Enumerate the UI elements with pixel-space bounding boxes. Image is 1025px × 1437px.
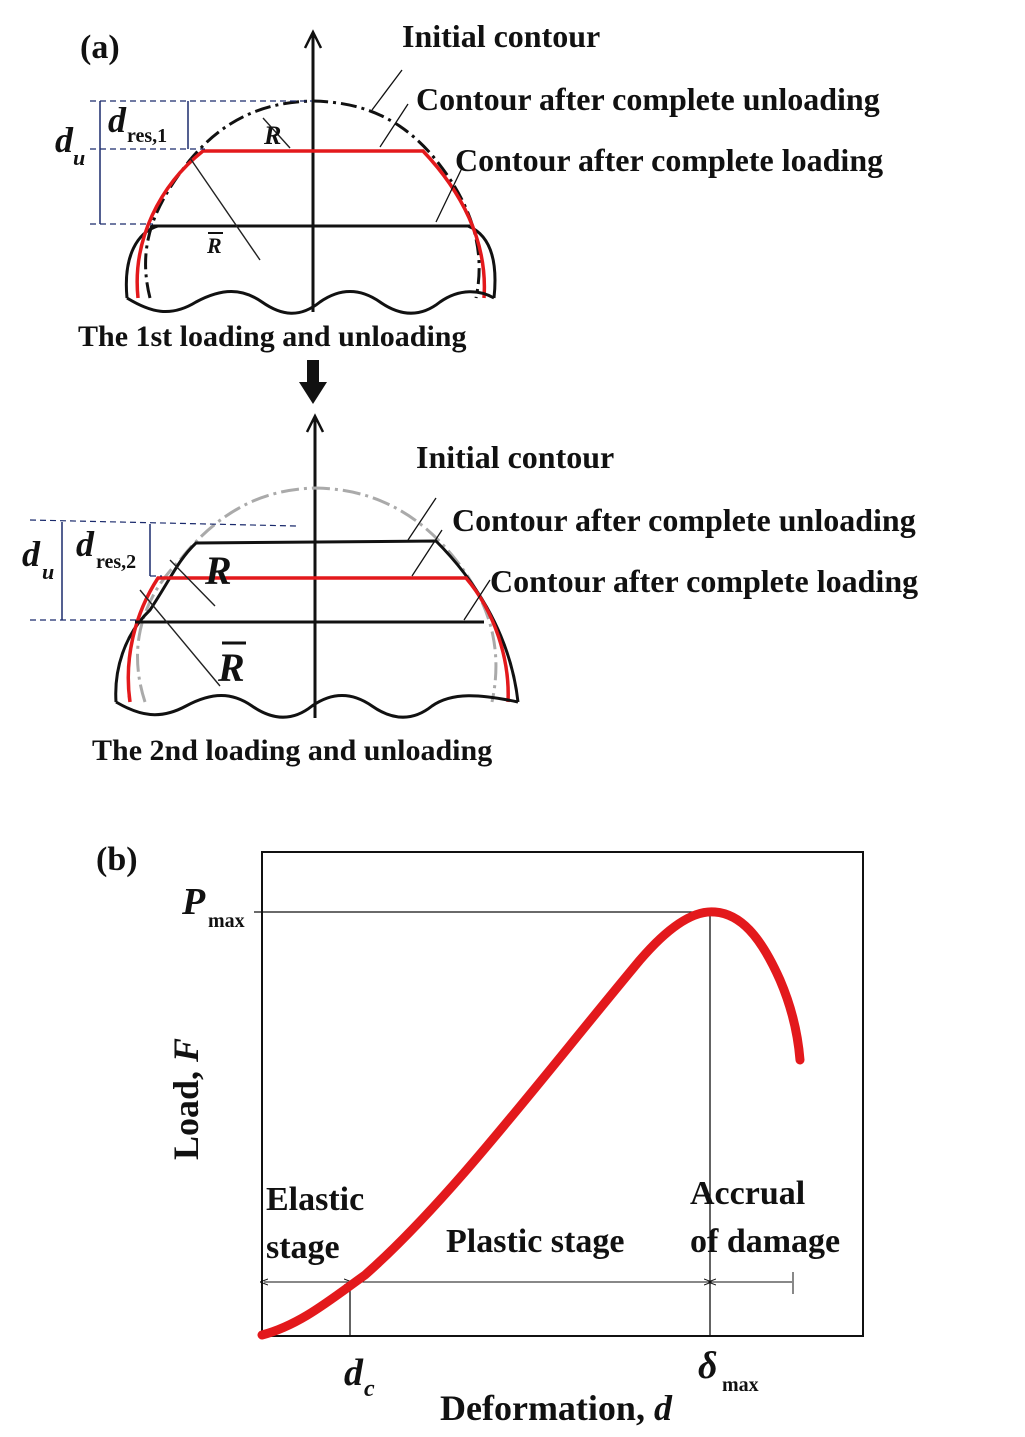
dc-symbol: d <box>344 1352 364 1394</box>
dc-sub: c <box>364 1376 375 1402</box>
initial-contour-arc-gray <box>136 486 498 703</box>
wavy-base-top <box>126 290 495 315</box>
leader-unloading-bottom <box>411 529 443 577</box>
load-deformation-chart: Load, F Deformation, d P max d c δ max E… <box>166 851 864 1428</box>
unloading-contour <box>124 224 497 299</box>
dmax-symbol: δ <box>698 1345 717 1387</box>
panel-a-label: (a) <box>80 29 120 66</box>
dres-symbol-bottom: d <box>76 524 95 564</box>
initial-contour-arc <box>144 99 481 299</box>
label-unloading-contour-bottom: Contour after complete unloading <box>452 502 916 538</box>
dim-line-bottom-1 <box>29 519 297 527</box>
leader-loading-bottom <box>463 579 491 621</box>
panel-b-label: (b) <box>96 841 138 878</box>
elastic-stage-label-1: Elastic <box>266 1181 364 1218</box>
r-label-bottom: R <box>204 548 232 593</box>
radius-line-r-bottom <box>169 559 216 607</box>
rbar-label-top: R <box>206 233 222 258</box>
label-unloading-contour-top: Contour after complete unloading <box>416 81 880 117</box>
axis-arrow-bottom <box>305 413 325 433</box>
loading-contour-red-bottom <box>126 576 510 703</box>
du-symbol-top: d <box>55 120 74 160</box>
diagram-second-cycle: Initial contour Contour after complete u… <box>22 413 918 767</box>
load-curve <box>257 907 805 1340</box>
y-axis-label: Load, F <box>166 1038 206 1160</box>
caption-second-cycle: The 2nd loading and unloading <box>92 734 492 767</box>
chart-frame <box>261 851 864 1337</box>
du-sub-top: u <box>73 145 85 170</box>
du-symbol-bottom: d <box>22 534 41 574</box>
x-axis-label: Deformation, d <box>440 1388 673 1428</box>
leader-initial-bottom <box>407 497 437 541</box>
pmax-symbol: P <box>181 881 206 923</box>
loading-contour-red <box>135 149 487 299</box>
dmax-sub: max <box>722 1374 759 1396</box>
radius-line-rbar <box>189 157 261 261</box>
leader-unloading-top <box>379 103 409 148</box>
r-label-top: R <box>263 121 281 150</box>
radius-line-r <box>262 117 291 149</box>
dres-symbol-top: d <box>108 100 127 140</box>
label-loading-contour-top: Contour after complete loading <box>455 142 883 178</box>
damage-stage-label-2: of damage <box>690 1223 840 1260</box>
caption-first-cycle: The 1st loading and unloading <box>78 320 467 353</box>
leader-initial-top <box>371 69 403 111</box>
plastic-stage-label: Plastic stage <box>446 1223 624 1260</box>
label-initial-contour-top: Initial contour <box>402 18 600 54</box>
diagram-first-cycle: Initial contour Contour after complete u… <box>55 18 883 353</box>
damage-stage-label-1: Accrual <box>690 1175 805 1212</box>
radius-line-rbar-bottom <box>139 589 221 687</box>
label-loading-contour-bottom: Contour after complete loading <box>490 563 918 599</box>
leader-loading-top <box>435 167 463 223</box>
transition-down-arrow <box>299 360 327 404</box>
dres-sub-top: res,1 <box>127 125 167 147</box>
dres-sub-bottom: res,2 <box>96 551 136 573</box>
du-sub-bottom: u <box>42 559 54 584</box>
wavy-base-bottom <box>115 694 519 719</box>
rbar-label-bottom: R <box>217 645 245 690</box>
elastic-stage-label-2: stage <box>266 1229 340 1266</box>
label-initial-contour-bottom: Initial contour <box>416 439 614 475</box>
axis-arrow-top <box>303 29 323 49</box>
pmax-sub: max <box>208 910 245 932</box>
